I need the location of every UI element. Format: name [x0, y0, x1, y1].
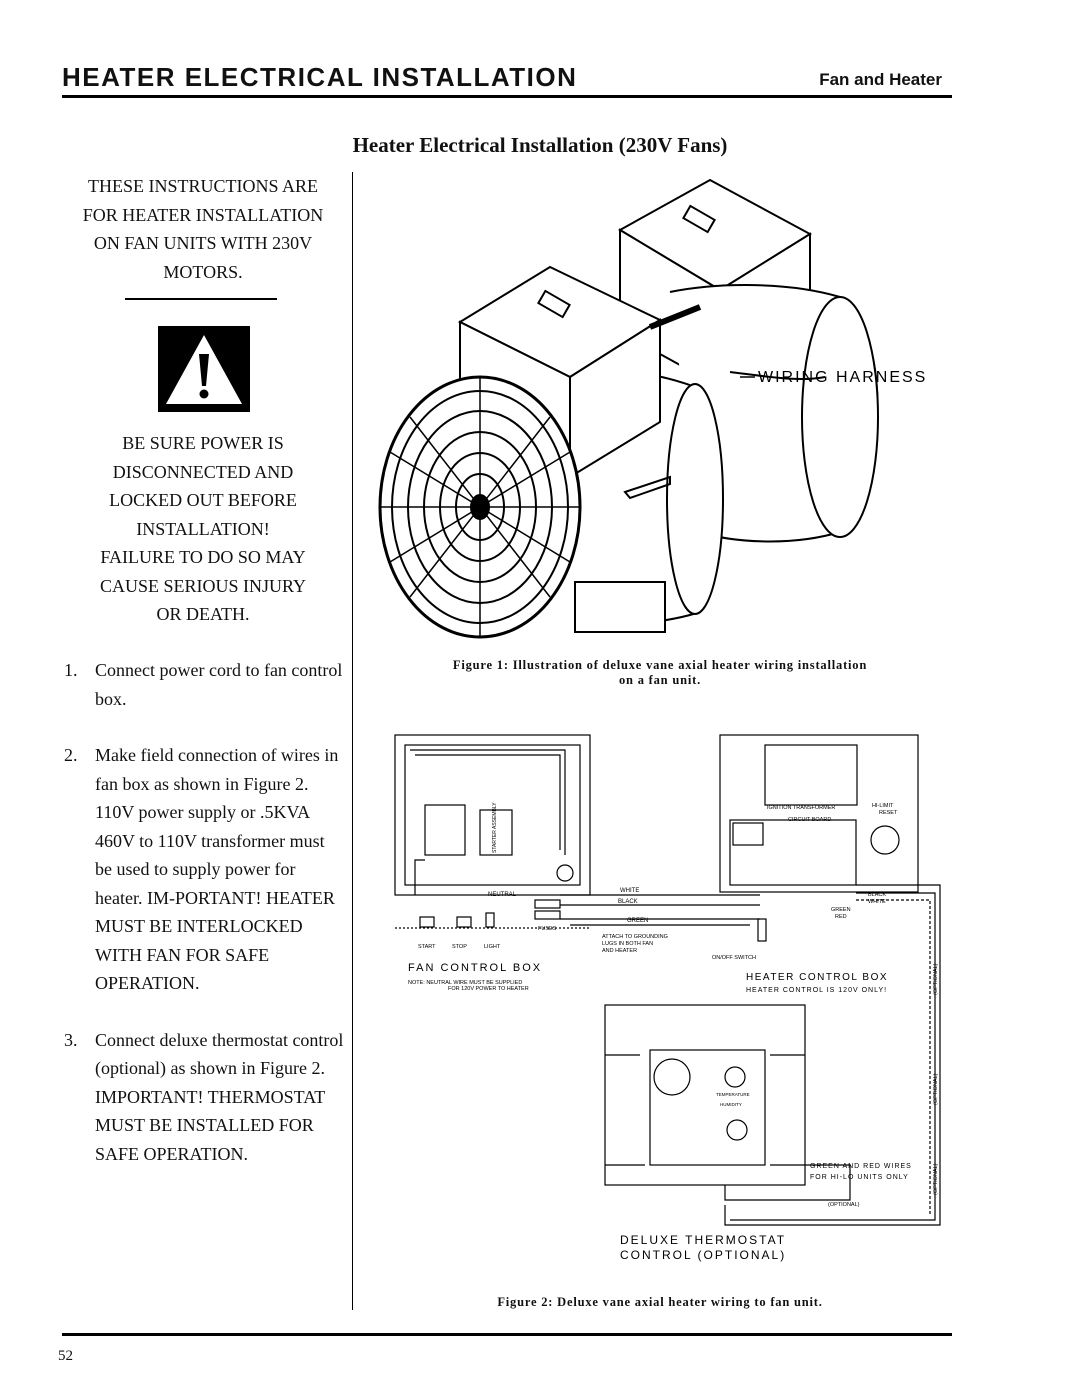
intro-line: THESE INSTRUCTIONS ARE: [87, 176, 318, 196]
label-attach-1: ATTACH TO GROUNDING: [602, 934, 668, 940]
figure1-caption-line1: Figure 1: Illustration of deluxe vane ax…: [452, 658, 868, 672]
step-text: Connect deluxe thermostat control (optio…: [95, 1029, 344, 1164]
label-green: GREEN: [627, 918, 648, 924]
label-note-1: NOTE: NEUTRAL WIRE MUST BE SUPPLIED: [408, 980, 522, 986]
label-red: RED: [835, 914, 847, 920]
figure1-caption: Figure 1: Illustration of deluxe vane ax…: [370, 658, 950, 688]
warning-line: DISCONNECTED AND: [112, 461, 294, 482]
step-item: 1. Connect power cord to fan control box…: [62, 656, 344, 713]
intro-text: THESE INSTRUCTIONS ARE FOR HEATER INSTAL…: [62, 172, 344, 286]
label-green-red-2: FOR HI-LO UNITS ONLY: [810, 1174, 909, 1181]
label-light: LIGHT: [484, 944, 501, 950]
step-text: Make field connection of wires in fan bo…: [95, 745, 339, 993]
header-rule: [62, 95, 952, 98]
column-divider: [352, 172, 353, 1310]
step-number: 2.: [64, 745, 78, 765]
label-heater-control-box: HEATER CONTROL BOX: [746, 972, 888, 983]
warning-icon: [158, 326, 250, 412]
heater-illustration: WIRING HARNESS: [378, 178, 927, 642]
warning-line: LOCKED OUT BEFORE: [109, 490, 297, 510]
label-ignition-transformer: IGNITION TRANSFORMER: [767, 805, 835, 811]
label-circuit-board: CIRCUIT BOARD: [788, 817, 831, 823]
label-thermostat-1: DELUXE THERMOSTAT: [620, 1233, 786, 1247]
label-neutral: NEUTRAL: [488, 892, 517, 898]
label-optional-side-1: (OPTIONAL): [933, 963, 939, 995]
label-green-red-1: GREEN AND RED WIRES: [810, 1163, 912, 1170]
label-black: BLACK: [618, 899, 638, 905]
label-attach-3: AND HEATER: [602, 948, 637, 954]
label-thermostat-2: CONTROL (OPTIONAL): [620, 1248, 786, 1262]
footer-rule: [62, 1333, 952, 1336]
fan-control-box-frame: [394, 734, 591, 896]
warning-line: FAILURE TO DO SO MAY: [100, 547, 306, 567]
label-humidity: HUMIDITY: [720, 1102, 742, 1107]
label-optional-side-3: (OPTIONAL): [933, 1163, 939, 1195]
step-number: 1.: [64, 660, 78, 680]
label-black-heater: BLACK: [868, 892, 886, 898]
warning-text: BE SURE POWER IS DISCONNECTED AND LOCKED…: [62, 429, 344, 629]
warning-line: BE SURE POWER IS: [122, 433, 284, 453]
thermostat-box-frame: [604, 1004, 806, 1186]
warning-line: CAUSE SERIOUS INJURY: [99, 575, 307, 596]
label-heater-note: HEATER CONTROL IS 120V ONLY!: [746, 987, 887, 994]
page-header-title: HEATER ELECTRICAL INSTALLATION: [62, 62, 578, 92]
page-subtitle: Heater Electrical Installation (230V Fan…: [352, 133, 728, 157]
page-number: 52: [58, 1348, 73, 1364]
heater-control-box-frame: [719, 734, 919, 893]
label-temperature: TEMPERATURE: [716, 1092, 750, 1097]
label-stop: STOP: [452, 944, 467, 950]
label-onoff-switch: ON/OFF SWITCH: [712, 955, 756, 961]
intro-line: ON FAN UNITS WITH 230V: [93, 233, 313, 253]
label-hi-limit: HI-LIMIT: [872, 803, 894, 809]
step-item: 2. Make field connection of wires in fan…: [62, 741, 344, 998]
step-number: 3.: [64, 1029, 78, 1050]
figure1-caption-line2: on a fan unit.: [618, 673, 702, 687]
wiring-harness-label: WIRING HARNESS: [758, 369, 927, 386]
label-note-2: FOR 120V POWER TO HEATER: [448, 986, 529, 992]
label-optional-bottom: (OPTIONAL): [828, 1202, 860, 1208]
wiring-diagram: NEUTRAL WHITE BLACK GREEN FUSES START ST…: [394, 734, 941, 1262]
label-start: START: [418, 944, 436, 950]
intro-line: MOTORS.: [163, 261, 243, 282]
label-green-heater: GREEN: [831, 907, 851, 913]
label-white: WHITE: [620, 888, 639, 894]
warning-line: INSTALLATION!: [136, 518, 270, 539]
label-attach-2: LUGS IN BOTH FAN: [602, 941, 653, 947]
intro-rule: [125, 298, 277, 300]
label-starter-assembly: STARTER ASSEMBLY: [492, 802, 498, 853]
label-white-heater: WHITE: [868, 899, 886, 905]
instruction-steps: 1. Connect power cord to fan control box…: [62, 656, 344, 1196]
warning-line: OR DEATH.: [156, 604, 250, 624]
intro-line: FOR HEATER INSTALLATION: [82, 204, 324, 225]
label-fuses: FUSES: [538, 926, 557, 932]
step-text: Connect power cord to fan control box.: [95, 660, 343, 709]
label-optional-side-2: (OPTIONAL): [933, 1073, 939, 1105]
section-label: Fan and Heater: [819, 70, 942, 89]
figure2-caption: Figure 2: Deluxe vane axial heater wirin…: [497, 1295, 823, 1309]
label-reset: RESET: [879, 810, 898, 816]
label-fan-control-box: FAN CONTROL BOX: [408, 962, 542, 974]
step-item: 3. Connect deluxe thermostat control (op…: [62, 1026, 344, 1169]
